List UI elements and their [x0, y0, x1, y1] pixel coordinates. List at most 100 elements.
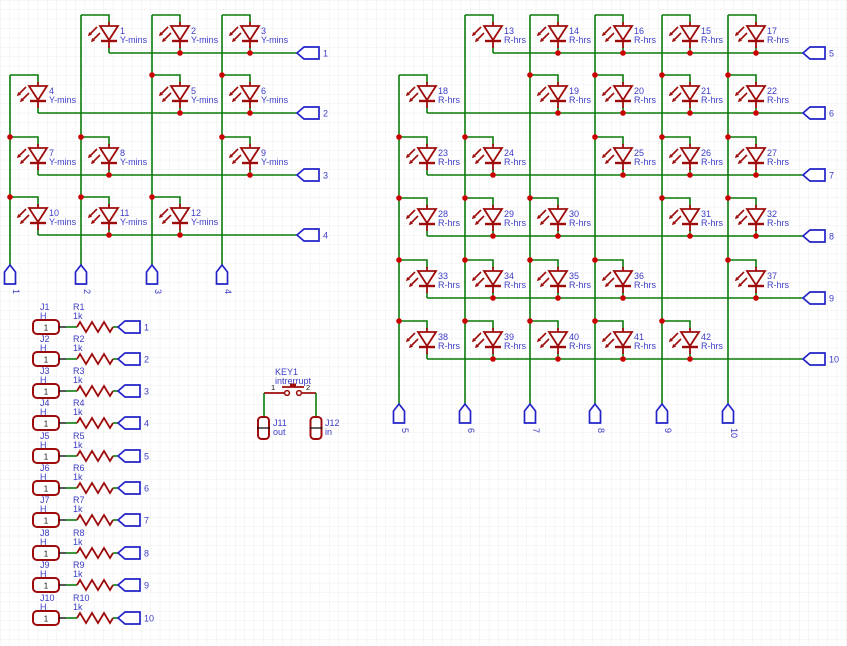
net-pad[interactable]: 7: [801, 168, 834, 182]
led-name-label: 24: [504, 148, 514, 158]
led-8[interactable]: 8Y-mins: [81, 136, 148, 175]
led-24[interactable]: 24R-hrs: [465, 136, 526, 175]
net-pad[interactable]: 1: [3, 263, 22, 294]
net-pad[interactable]: 5: [116, 449, 149, 463]
net-pad[interactable]: 7: [116, 513, 149, 527]
net-pad[interactable]: 2: [74, 263, 93, 294]
led-28[interactable]: 28R-hrs: [399, 197, 460, 236]
led-11[interactable]: 11Y-mins: [81, 196, 148, 235]
led-27[interactable]: 27R-hrs: [728, 136, 789, 175]
net-pad[interactable]: 5: [801, 46, 834, 60]
led-light-arrow-icon: [160, 86, 169, 95]
net-pad[interactable]: 9: [655, 402, 674, 433]
net-pad[interactable]: 6: [801, 106, 834, 120]
led-19[interactable]: 19R-hrs: [530, 74, 591, 113]
net-pad[interactable]: 10: [801, 352, 839, 366]
net-pad[interactable]: 6: [116, 481, 149, 495]
net-pad[interactable]: 4: [215, 263, 234, 294]
led-3[interactable]: 3Y-mins: [222, 14, 289, 53]
net-pad[interactable]: 9: [116, 578, 149, 592]
led-40[interactable]: 40R-hrs: [530, 320, 591, 359]
connector-value-label: H: [40, 343, 47, 353]
net-pad[interactable]: 1: [116, 320, 149, 334]
led-37[interactable]: 37R-hrs: [728, 259, 789, 298]
led-value-label: Y-mins: [261, 35, 289, 45]
led-33[interactable]: 33R-hrs: [399, 259, 460, 298]
led-31[interactable]: 31R-hrs: [662, 197, 723, 236]
net-pad[interactable]: 7: [523, 402, 542, 433]
led-30[interactable]: 30R-hrs: [530, 197, 591, 236]
net-pad[interactable]: 6: [458, 402, 477, 433]
led-25[interactable]: 25R-hrs: [595, 136, 656, 175]
net-pad[interactable]: 8: [801, 229, 834, 243]
led-41[interactable]: 41R-hrs: [595, 320, 656, 359]
led-4[interactable]: 4Y-mins: [10, 74, 77, 113]
net-pad[interactable]: 3: [295, 168, 328, 182]
led-17[interactable]: 17R-hrs: [728, 14, 789, 53]
net-pad[interactable]: 2: [295, 106, 328, 120]
led-22[interactable]: 22R-hrs: [728, 74, 789, 113]
led-23[interactable]: 23R-hrs: [399, 136, 460, 175]
led-1[interactable]: 1Y-mins: [81, 14, 148, 53]
led-26[interactable]: 26R-hrs: [662, 136, 723, 175]
led-12[interactable]: 12Y-mins: [152, 196, 219, 235]
net-pad[interactable]: 9: [801, 291, 834, 305]
net-pad[interactable]: 4: [295, 228, 328, 242]
net-pad-label: 7: [531, 428, 541, 433]
led-36[interactable]: 36R-hrs: [595, 259, 656, 298]
net-pad[interactable]: 5: [392, 402, 411, 433]
led-32[interactable]: 32R-hrs: [728, 197, 789, 236]
led-18[interactable]: 18R-hrs: [399, 74, 460, 113]
led-triangle-icon: [547, 85, 569, 102]
net-pad[interactable]: 10: [721, 402, 740, 438]
net-pad[interactable]: 8: [588, 402, 607, 433]
led-20[interactable]: 20R-hrs: [595, 74, 656, 113]
led-5[interactable]: 5Y-mins: [152, 74, 219, 113]
net-pad[interactable]: 3: [145, 263, 164, 294]
net-pad[interactable]: 3: [116, 384, 149, 398]
net-pad[interactable]: 2: [116, 352, 149, 366]
led-16[interactable]: 16R-hrs: [595, 14, 656, 53]
led-29[interactable]: 29R-hrs: [465, 197, 526, 236]
led-7[interactable]: 7Y-mins: [10, 136, 77, 175]
led-14[interactable]: 14R-hrs: [530, 14, 591, 53]
led-35[interactable]: 35R-hrs: [530, 259, 591, 298]
net-pad[interactable]: 1: [295, 46, 328, 60]
led-13[interactable]: 13R-hrs: [465, 14, 526, 53]
net-pad[interactable]: 4: [116, 416, 149, 430]
led-10[interactable]: 10Y-mins: [10, 196, 77, 235]
led-21[interactable]: 21R-hrs: [662, 74, 723, 113]
led-9[interactable]: 9Y-mins: [222, 136, 289, 175]
led-2[interactable]: 2Y-mins: [152, 14, 219, 53]
led-38[interactable]: 38R-hrs: [399, 320, 460, 359]
net-pad[interactable]: 10: [116, 611, 154, 625]
led-34[interactable]: 34R-hrs: [465, 259, 526, 298]
led-15[interactable]: 15R-hrs: [662, 14, 723, 53]
net-pad[interactable]: 8: [116, 546, 149, 560]
